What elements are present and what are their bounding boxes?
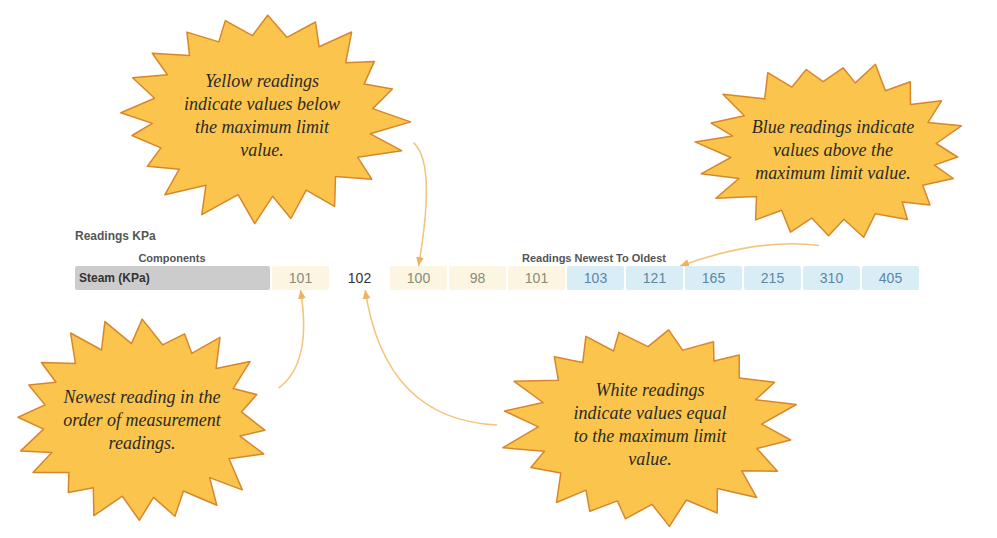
starburst-callout: Blue readings indicate values above the … bbox=[692, 55, 975, 246]
starburst-shape bbox=[497, 317, 803, 534]
callout-text: White readings indicate values equal to … bbox=[568, 379, 733, 471]
reading-cell: 101 bbox=[272, 266, 329, 290]
reading-value: 100 bbox=[407, 270, 430, 286]
reading-cell: 100 bbox=[390, 266, 447, 290]
starburst-callout: Yellow readings indicate values below th… bbox=[111, 5, 414, 227]
reading-cell: 98 bbox=[449, 266, 506, 290]
header-label: Components bbox=[138, 252, 205, 264]
reading-cell: 405 bbox=[862, 266, 919, 290]
leader-arrow bbox=[279, 290, 304, 388]
leader-arrow bbox=[414, 143, 427, 266]
reading-value: 215 bbox=[761, 270, 784, 286]
reading-cell: 215 bbox=[744, 266, 801, 290]
reading-cell: 102 bbox=[331, 266, 388, 290]
reading-value: 102 bbox=[348, 270, 371, 286]
reading-value: 121 bbox=[643, 270, 666, 286]
starburst-shape bbox=[111, 5, 414, 227]
starburst-callout: Newest reading in the order of measureme… bbox=[6, 314, 279, 527]
reading-value: 101 bbox=[525, 270, 548, 286]
reading-cell: 121 bbox=[626, 266, 683, 290]
starburst-callout: White readings indicate values equal to … bbox=[497, 317, 803, 534]
reading-value: 165 bbox=[702, 270, 725, 286]
callout-text-block: White readings indicate values equal to … bbox=[568, 379, 733, 471]
starburst-outline bbox=[503, 329, 796, 526]
reading-cell: 101 bbox=[508, 266, 565, 290]
leader-arrow bbox=[680, 244, 819, 266]
starburst-outline bbox=[695, 64, 961, 237]
leader-arrow bbox=[365, 290, 497, 425]
reading-value: 103 bbox=[584, 270, 607, 286]
header-label: Readings Newest To Oldest bbox=[522, 252, 666, 264]
reading-cell: 310 bbox=[803, 266, 860, 290]
callout-text: Newest reading in the order of measureme… bbox=[60, 386, 225, 455]
reading-value: 405 bbox=[879, 270, 902, 286]
reading-cell: Steam (KPa) bbox=[75, 266, 270, 290]
starburst-outline bbox=[120, 15, 410, 224]
reading-cell: 103 bbox=[567, 266, 624, 290]
header-label: Readings KPa bbox=[75, 229, 156, 243]
reading-value: Steam (KPa) bbox=[79, 271, 150, 285]
callout-text: Blue readings indicate values above the … bbox=[751, 116, 916, 185]
reading-value: 101 bbox=[289, 270, 312, 286]
starburst-outline bbox=[18, 319, 265, 520]
callout-text: Yellow readings indicate values below th… bbox=[180, 70, 345, 162]
reading-value: 310 bbox=[820, 270, 843, 286]
reading-cell: 165 bbox=[685, 266, 742, 290]
callout-text-block: Blue readings indicate values above the … bbox=[751, 116, 916, 185]
callout-text-block: Newest reading in the order of measureme… bbox=[60, 386, 225, 455]
callout-text-block: Yellow readings indicate values below th… bbox=[180, 70, 345, 162]
reading-value: 98 bbox=[470, 270, 486, 286]
